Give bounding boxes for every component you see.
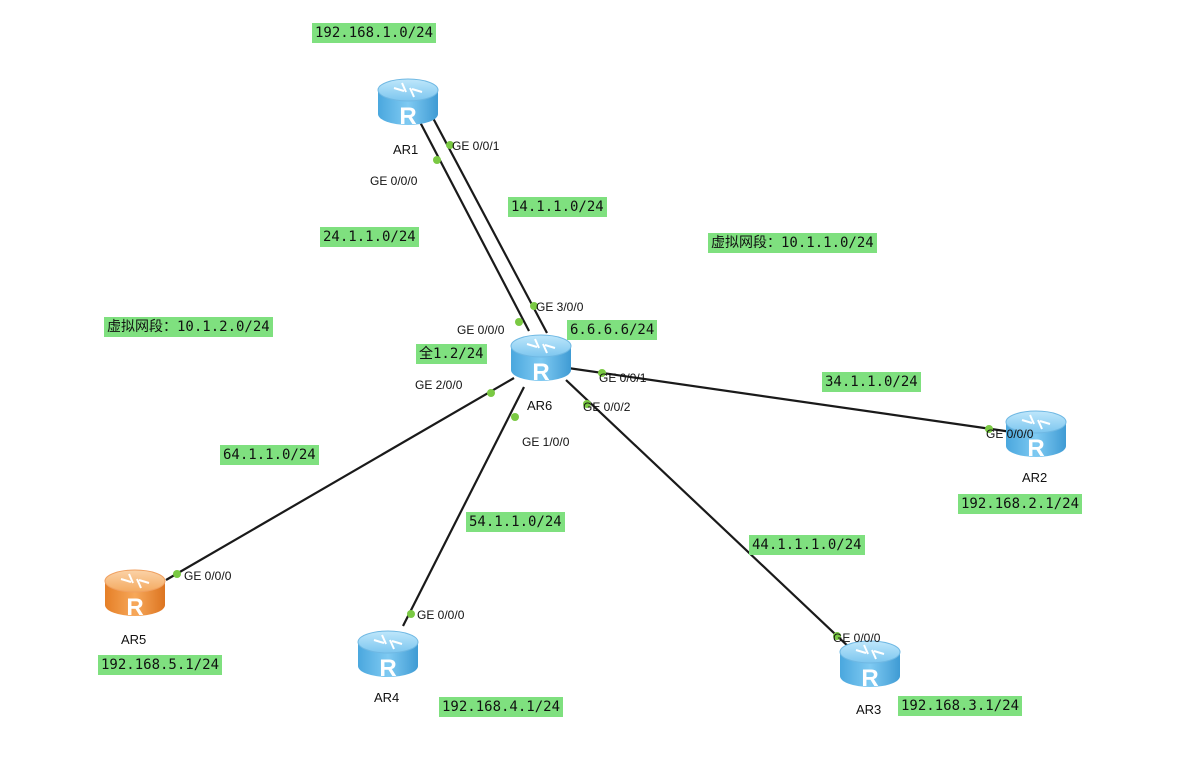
port-label: GE 0/0/0 (417, 608, 465, 622)
router-ar3[interactable]: R (839, 640, 901, 692)
device-name-ar3: AR3 (856, 702, 882, 717)
port-dot (407, 610, 415, 618)
svg-text:R: R (532, 359, 549, 386)
port-label: GE 0/0/1 (452, 139, 500, 153)
port-label: GE 3/0/0 (536, 300, 584, 314)
link-ar6-ar4[interactable] (402, 386, 525, 627)
network-label-14: 14.1.1.0/24 (508, 197, 607, 217)
router-icon: R (104, 569, 166, 621)
network-label-ar5-lan: 192.168.5.1/24 (98, 655, 223, 675)
port-dot (487, 389, 495, 397)
router-icon: R (377, 78, 439, 130)
port-label: GE 0/0/0 (986, 427, 1034, 441)
device-name-ar6: AR6 (527, 398, 553, 413)
router-ar6[interactable]: R (510, 334, 572, 386)
network-label-ar6-sum: 全1.2/24 (416, 344, 487, 364)
network-label-24: 24.1.1.0/24 (320, 227, 419, 247)
port-dot (173, 570, 181, 578)
network-label-ar4-lan: 192.168.4.1/24 (439, 697, 564, 717)
port-dot (530, 302, 538, 310)
network-label-34: 34.1.1.0/24 (822, 372, 921, 392)
router-icon: R (839, 640, 901, 692)
network-label-ar1-lan: 192.168.1.0/24 (312, 23, 437, 43)
svg-text:R: R (126, 594, 143, 621)
router-icon: R (510, 334, 572, 386)
port-label: GE 0/0/0 (457, 323, 505, 337)
network-label-ar6-lo: 6.6.6.6/24 (567, 320, 658, 340)
port-label: GE 0/0/0 (184, 569, 232, 583)
network-label-ar3-lan: 192.168.3.1/24 (898, 696, 1023, 716)
port-label: GE 0/0/2 (583, 400, 631, 414)
link-ar1-ar6-ge000[interactable] (419, 121, 530, 332)
network-label-virtual-1: 虚拟网段：10.1.1.0/24 (708, 233, 877, 253)
port-dot (433, 156, 441, 164)
link-ar1-ar6-ge001[interactable] (432, 117, 548, 334)
links (165, 117, 1013, 651)
port-dot (985, 425, 993, 433)
port-dot (446, 141, 454, 149)
svg-text:R: R (861, 665, 878, 692)
device-name-ar4: AR4 (374, 690, 400, 705)
device-name-ar5: AR5 (121, 632, 147, 647)
port-dot (515, 318, 523, 326)
router-icon: R (357, 630, 419, 682)
port-label: GE 1/0/0 (522, 435, 570, 449)
device-name-ar2: AR2 (1022, 470, 1048, 485)
svg-text:R: R (1027, 435, 1044, 462)
router-icon: R (1005, 410, 1067, 462)
port-label: GE 0/0/0 (833, 631, 881, 645)
svg-text:R: R (399, 103, 416, 130)
network-label-44: 44.1.1.1.0/24 (749, 535, 865, 555)
network-label-54: 54.1.1.0/24 (466, 512, 565, 532)
link-ar6-ar2[interactable] (567, 366, 1013, 434)
router-ar4[interactable]: R (357, 630, 419, 682)
port-dots (173, 141, 993, 640)
port-label: GE 0/0/0 (370, 174, 418, 188)
port-label: GE 2/0/0 (415, 378, 463, 392)
network-label-ar2-lan: 192.168.2.1/24 (958, 494, 1083, 514)
device-name-ar1: AR1 (393, 142, 419, 157)
port-dot (511, 413, 519, 421)
router-ar2[interactable]: R (1005, 410, 1067, 462)
port-label: GE 0/0/1 (599, 371, 647, 385)
link-ar6-ar3[interactable] (565, 379, 853, 651)
port-dot (598, 369, 606, 377)
svg-text:R: R (379, 655, 396, 682)
link-ar6-ar5[interactable] (165, 377, 515, 581)
network-label-virtual-2: 虚拟网段：10.1.2.0/24 (104, 317, 273, 337)
router-ar5[interactable]: R (104, 569, 166, 621)
router-ar1[interactable]: R (377, 78, 439, 130)
port-dot (833, 632, 841, 640)
port-dot (583, 400, 591, 408)
network-label-64: 64.1.1.0/24 (220, 445, 319, 465)
